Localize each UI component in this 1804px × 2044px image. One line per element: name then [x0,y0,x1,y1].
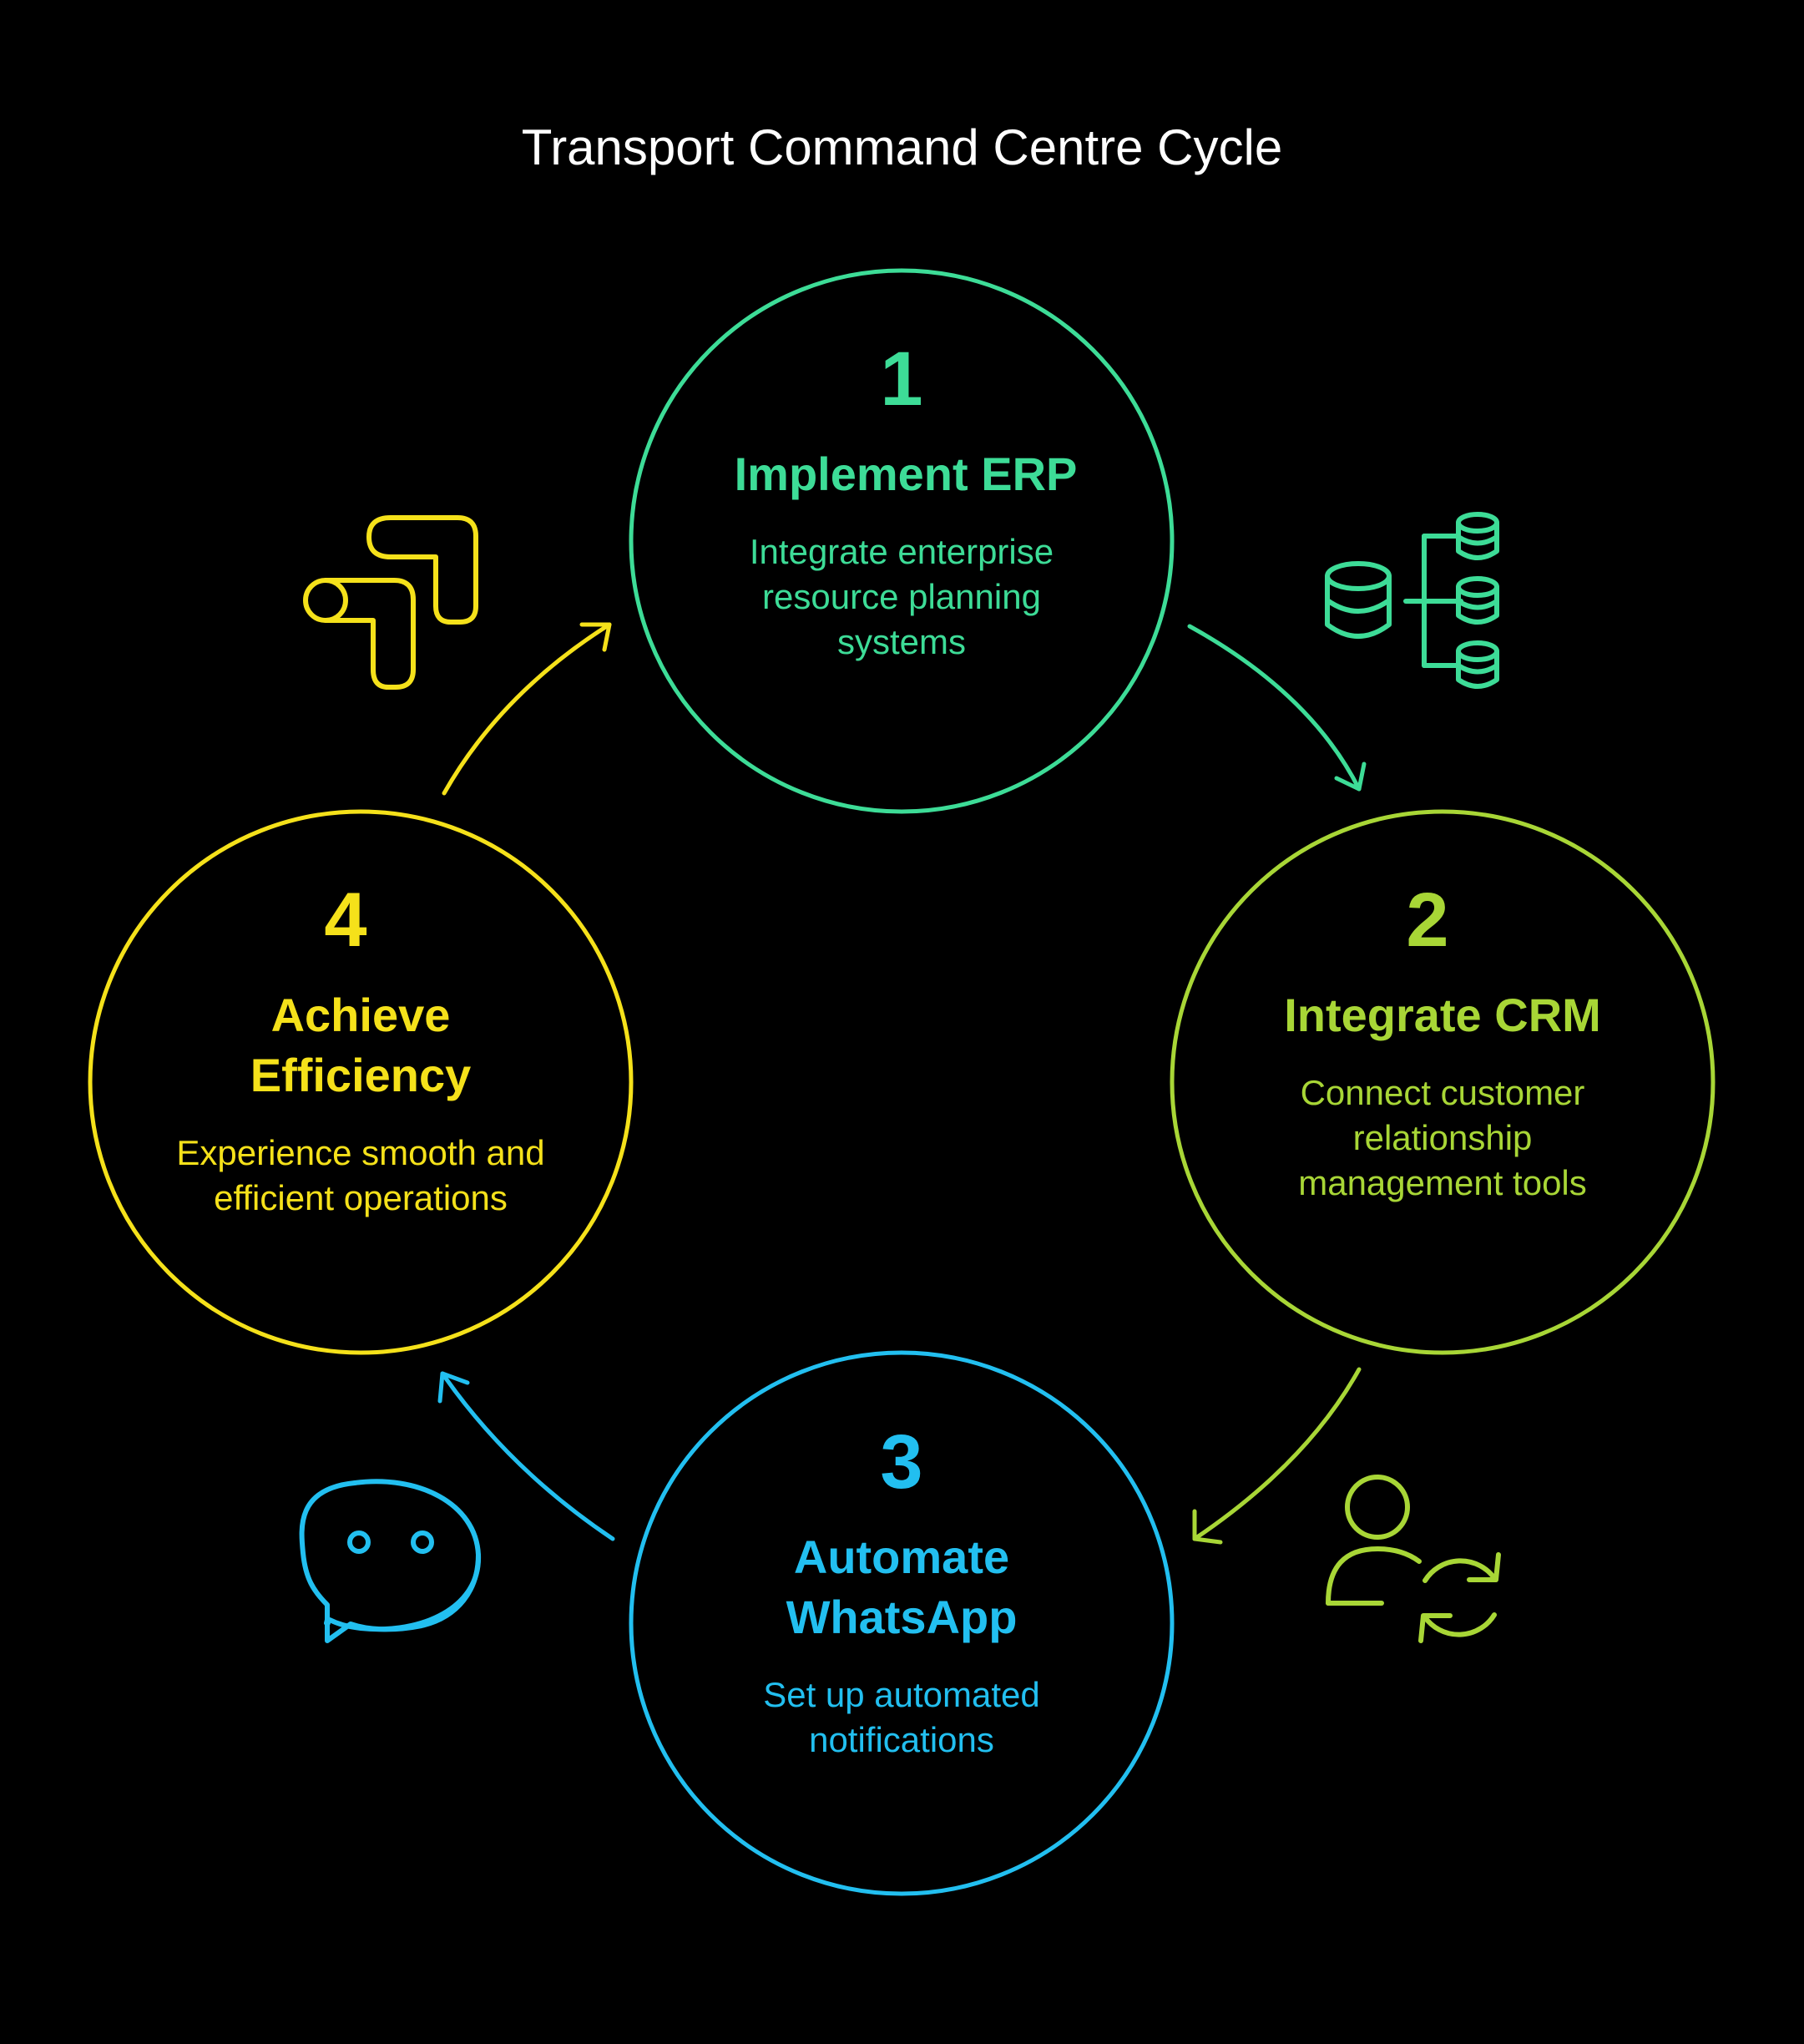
step-4-heading-line-1: Achieve [270,989,451,1041]
step-2-number: 2 [1406,878,1449,963]
arrow-1-to-2 [1187,624,1367,792]
arrow-4-to-1 [442,622,612,796]
step-3-heading-line-2: WhatsApp [786,1591,1018,1643]
step-3-ring [629,1350,1175,1896]
step-2-desc-line-3: management tools [1298,1163,1587,1202]
step-4-desc-line-2: efficient operations [214,1178,508,1217]
step-3: 3 Automate WhatsApp Set up automated not… [651,1424,1152,1763]
step-3-heading-line-1: Automate [793,1530,1010,1583]
database-network-icon [1325,512,1499,689]
step-2-desc-line-1: Connect customer [1300,1073,1585,1112]
step-4-ring [88,809,634,1355]
step-4: 4 Achieve Efficiency Experience smooth a… [110,882,611,1221]
step-1-desc-line-1: Integrate enterprise [749,532,1054,571]
step-2: 2 Integrate CRM Connect customer relatio… [1192,882,1693,1206]
step-1-desc-line-2: resource planning [762,577,1041,616]
step-3-number: 3 [880,1419,923,1505]
diagram-title: Transport Command Centre Cycle [521,119,1283,175]
step-1-desc-line-3: systems [836,622,966,661]
arrow-3-to-4 [437,1371,615,1541]
step-2-ring [1170,809,1716,1355]
step-4-desc-line-1: Experience smooth and [176,1133,545,1172]
step-1-number: 1 [880,336,923,422]
step-2-desc-line-2: relationship [1352,1118,1533,1157]
user-sync-icon [1326,1475,1501,1643]
step-4-heading-line-2: Efficiency [250,1049,472,1101]
workflow-pipe-icon [303,515,478,690]
arrow-2-to-3 [1192,1367,1362,1545]
chat-bubble-icon [299,1479,482,1643]
step-4-number: 4 [324,878,367,963]
step-1: 1 Implement ERP Integrate enterprise res… [651,341,1152,665]
step-2-heading: Integrate CRM [1284,989,1601,1041]
step-1-heading: Implement ERP [734,448,1078,500]
step-3-desc-line-2: notifications [809,1720,994,1759]
step-1-ring [629,268,1175,814]
step-3-desc-line-1: Set up automated [763,1675,1040,1714]
